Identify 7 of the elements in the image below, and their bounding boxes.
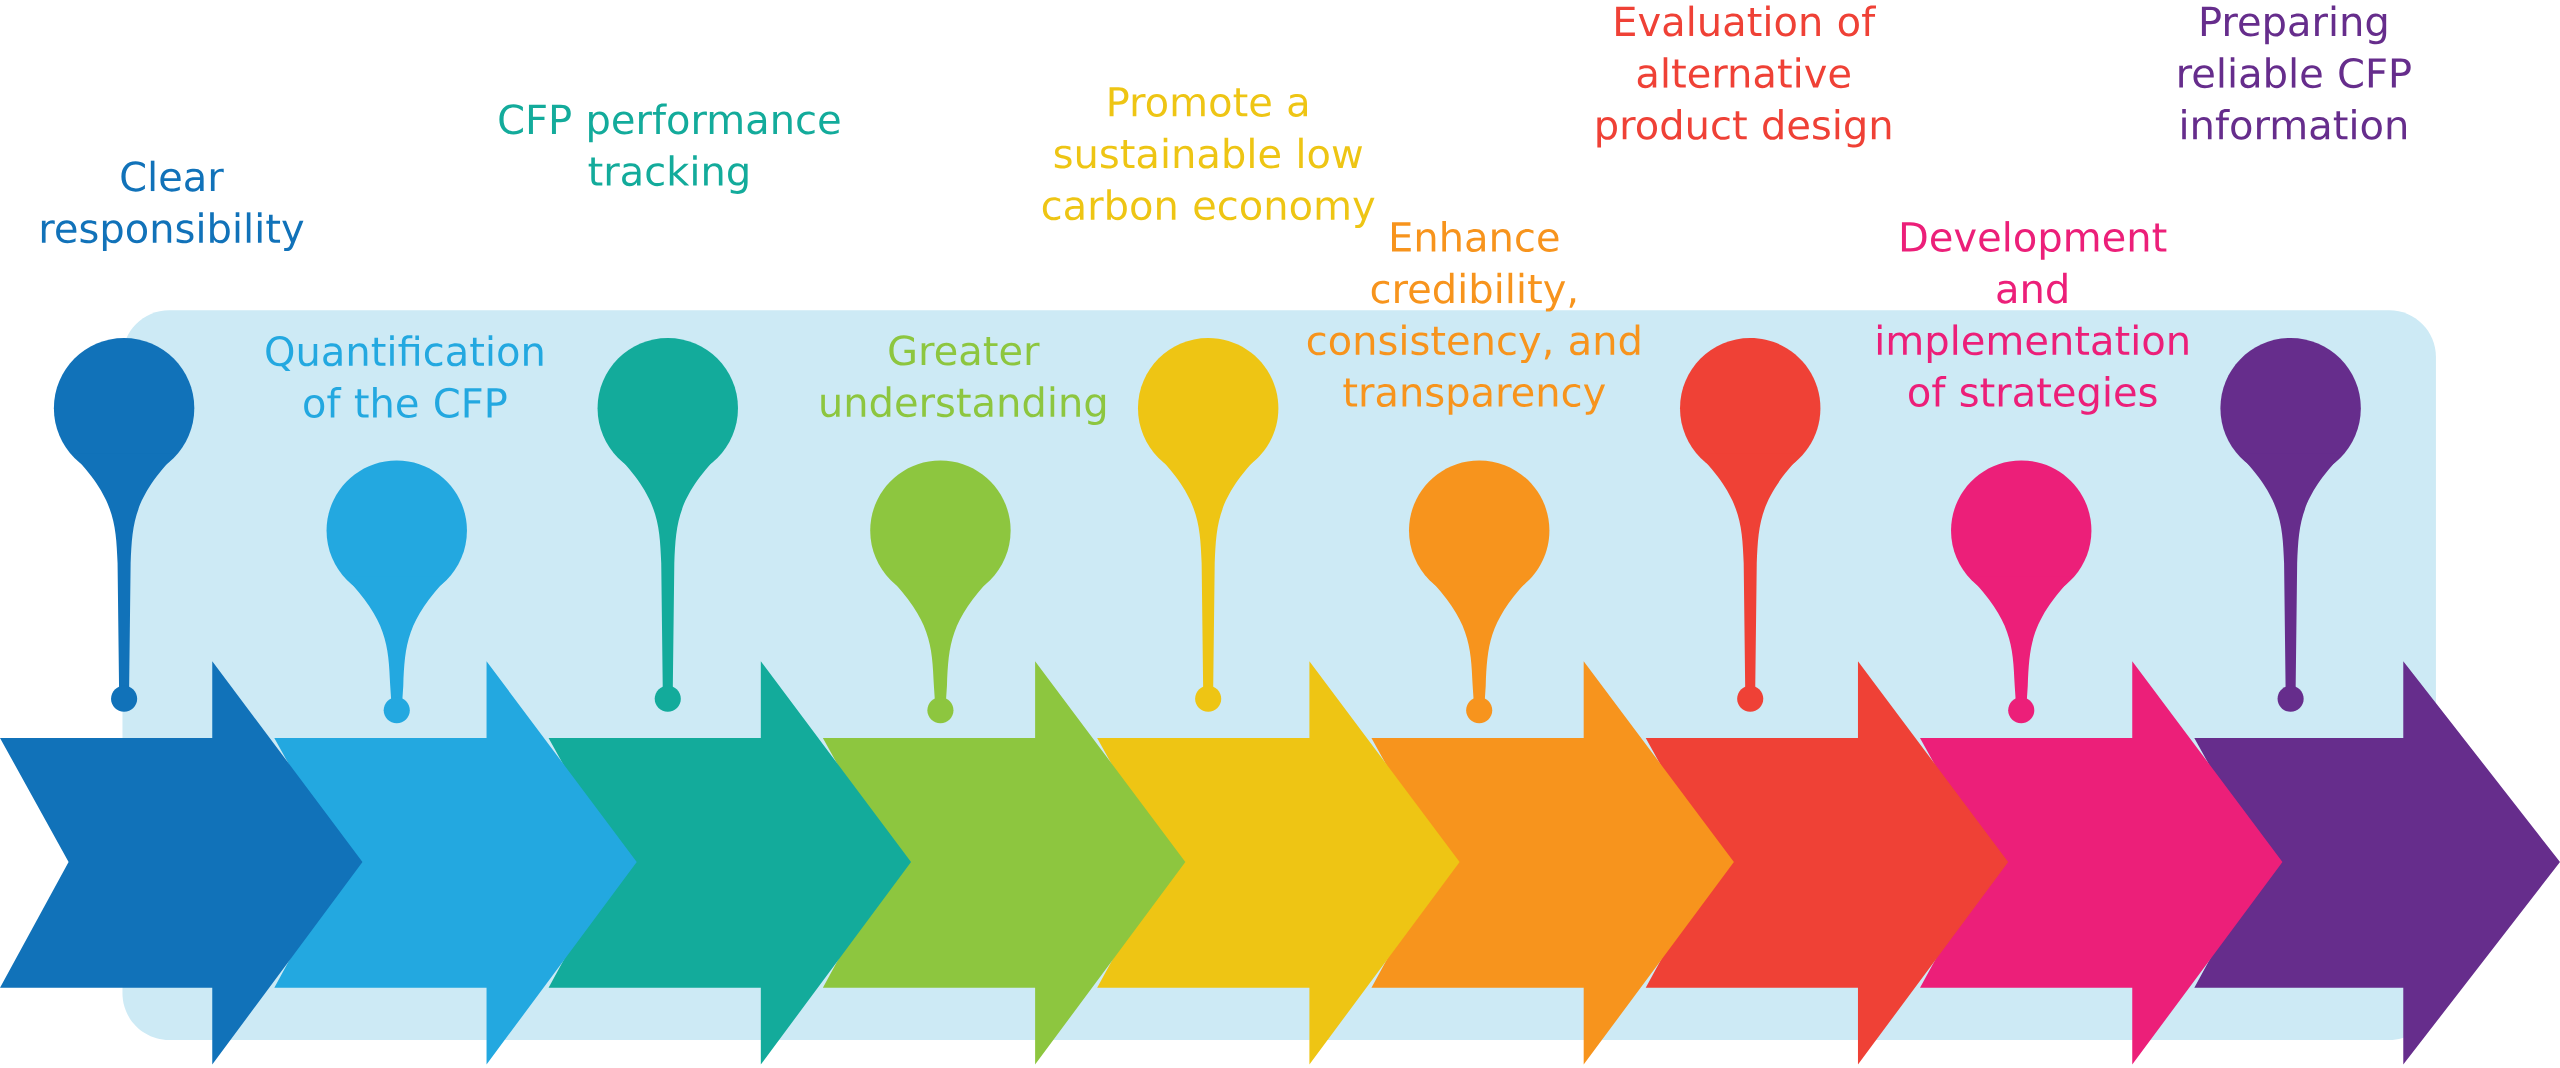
step-label: Preparing reliable CFP information	[2179, 5, 2411, 140]
step-label: Quantification of the CFP	[266, 335, 543, 419]
step-label: Evaluation of alternative product design	[1597, 5, 1891, 148]
step-label: Development and implementation of strategies	[1877, 221, 2188, 415]
step-label: Greater understanding	[821, 335, 1106, 426]
step-label: Clear responsibility	[41, 160, 304, 252]
step-label: CFP performance tracking	[499, 103, 840, 194]
